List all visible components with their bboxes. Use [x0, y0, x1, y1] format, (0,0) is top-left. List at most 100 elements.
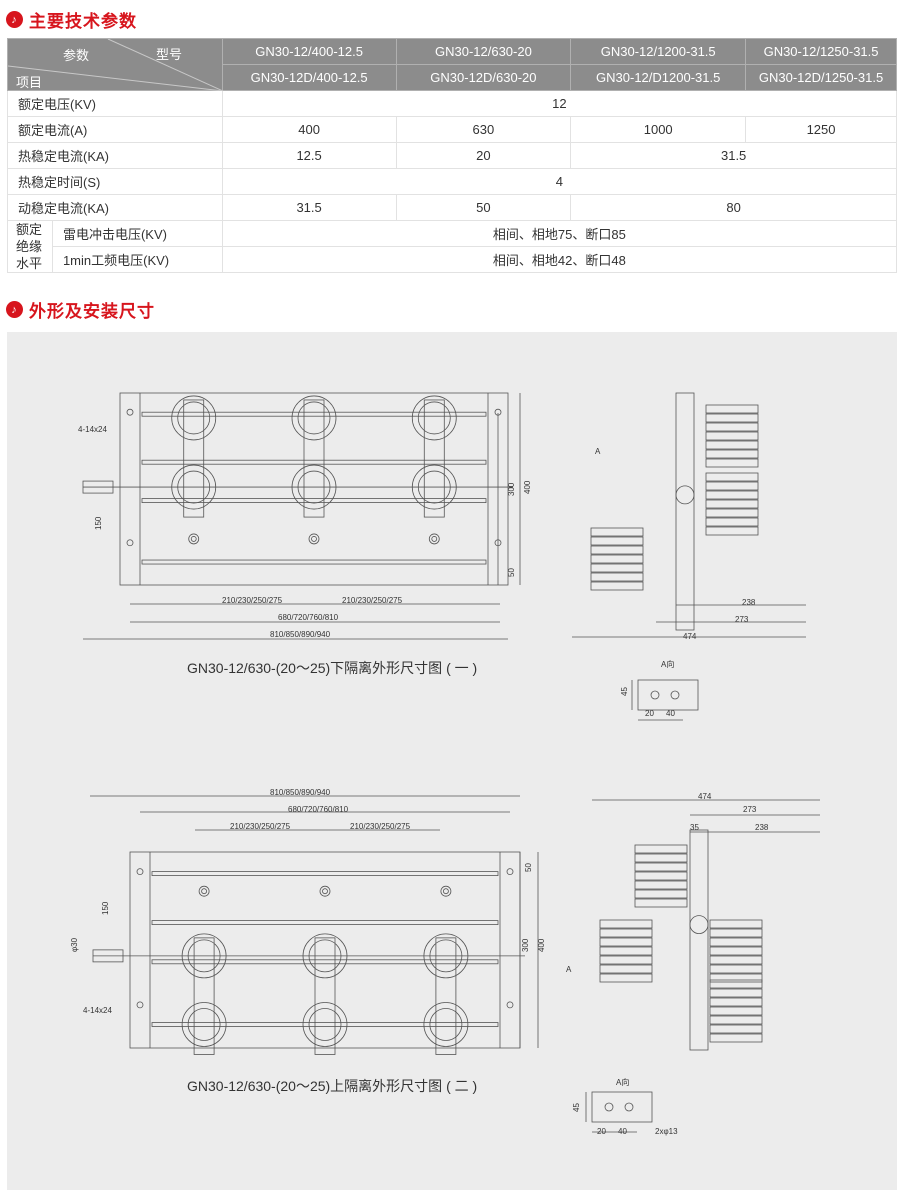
dim-label: 238: [742, 598, 756, 607]
insulator: [429, 1008, 463, 1041]
insulator-shed: [705, 458, 759, 468]
dim-label: 300: [507, 482, 516, 496]
rail: [141, 411, 487, 417]
rail: [151, 920, 499, 925]
insulator: [308, 939, 342, 973]
insulator-shed: [705, 413, 759, 423]
insulator-shed: [634, 880, 688, 890]
logo-icon: ♪: [6, 11, 23, 28]
dim-label: 150: [101, 901, 110, 915]
dim-label: 810/850/890/940: [270, 630, 331, 639]
hole: [670, 690, 680, 700]
dim-label: 273: [735, 615, 749, 624]
insulator-shed: [590, 527, 644, 537]
bolt: [188, 533, 200, 545]
insulator-shed: [599, 964, 653, 974]
insulator-shed: [709, 1033, 763, 1043]
drawing-caption: GN30-12/630-(20～25)上隔离外形尺寸图 ( 二 ): [187, 1078, 477, 1094]
insulator: [411, 395, 457, 441]
dim-label: 20: [597, 1127, 606, 1136]
mount-hole: [136, 1001, 144, 1009]
insulator-shed: [709, 997, 763, 1007]
cell: 630: [395, 116, 572, 143]
insulator-shed: [705, 499, 759, 509]
dim-label: A向: [616, 1077, 629, 1087]
insulator-shed: [599, 955, 653, 965]
contact-blade: [303, 399, 325, 518]
insulator-shed: [705, 526, 759, 536]
model-header: GN30-12D/630-20: [395, 64, 572, 91]
dim-label: 210/230/250/275: [350, 822, 411, 831]
dim-label: A: [595, 447, 601, 456]
bolt: [428, 533, 440, 545]
dim-label: 238: [755, 823, 769, 832]
insulator-shed: [709, 988, 763, 998]
dim-label: 273: [743, 805, 757, 814]
mount-hole: [506, 1001, 514, 1009]
row-label: 额定电流(A): [7, 116, 223, 143]
model-header: GN30-12/630-20: [395, 38, 572, 65]
row-label: 额定绝缘水平: [7, 220, 53, 273]
insulator: [417, 401, 451, 435]
bolt: [198, 885, 210, 897]
shaft-end: [82, 480, 114, 494]
corner-item: 项目: [16, 75, 43, 90]
table-row: 额定电压(KV)12: [7, 90, 898, 117]
cell: 12: [221, 90, 898, 117]
insulator: [187, 939, 221, 973]
insulator: [291, 464, 337, 510]
base-frame: [119, 392, 509, 586]
bolt: [319, 885, 331, 897]
bolt: [442, 888, 449, 895]
insulator-shed: [634, 889, 688, 899]
bolt: [311, 536, 317, 542]
bolt: [431, 536, 438, 542]
base-frame: [129, 851, 521, 1049]
table-row: 热稳定时间(S)4: [7, 168, 898, 195]
model-header: GN30-12D/400-12.5: [221, 64, 397, 91]
row-label: 额定电压(KV): [7, 90, 223, 117]
dim-label: 400: [537, 938, 546, 952]
table-corner-header: 参数 型号 项目: [7, 38, 223, 91]
dim-label: 210/230/250/275: [222, 596, 283, 605]
hole: [604, 1102, 614, 1112]
model-header: GN30-12/1250-31.5: [745, 38, 897, 65]
cell: 相间、相地42、断口48: [221, 246, 898, 273]
dim-label: φ30: [70, 937, 79, 952]
cell: 31.5: [570, 142, 897, 169]
insulator: [297, 401, 331, 435]
insulator: [297, 470, 331, 504]
bolt: [190, 536, 197, 542]
insulator-shed: [634, 844, 688, 854]
dim-label: 50: [524, 863, 533, 872]
insulator-shed: [634, 862, 688, 872]
dim-label: 680/720/760/810: [278, 613, 339, 622]
cell: 相间、相地75、断口85: [221, 220, 898, 247]
insulator-shed: [709, 979, 763, 989]
dim-label: 210/230/250/275: [230, 822, 291, 831]
contact-blade: [183, 399, 205, 518]
row-label: 动稳定电流(KA): [7, 194, 223, 221]
insulator-shed: [590, 536, 644, 546]
table-row: 额定绝缘水平 雷电冲击电压(KV)相间、相地75、断口85: [7, 220, 898, 273]
contact-blade: [193, 937, 215, 1055]
cell: 1000: [570, 116, 747, 143]
rail: [151, 959, 499, 965]
row-sublabel: 雷电冲击电压(KV): [51, 220, 223, 247]
insulator-shed: [705, 431, 759, 441]
insulator-shed: [709, 937, 763, 947]
mount-hole: [126, 408, 134, 416]
dim-label: 474: [683, 632, 697, 641]
dim-label: 40: [666, 709, 675, 718]
insulator-shed: [709, 946, 763, 956]
insulator-shed: [599, 928, 653, 938]
corner-model: 型号: [156, 47, 183, 62]
insulator: [181, 933, 227, 979]
insulator-shed: [705, 490, 759, 500]
insulator: [171, 464, 217, 510]
mount-hole: [136, 868, 144, 875]
insulator: [302, 933, 348, 979]
drawing-panel: [7, 332, 897, 1190]
section-title-text: 主要技术参数: [29, 12, 137, 31]
